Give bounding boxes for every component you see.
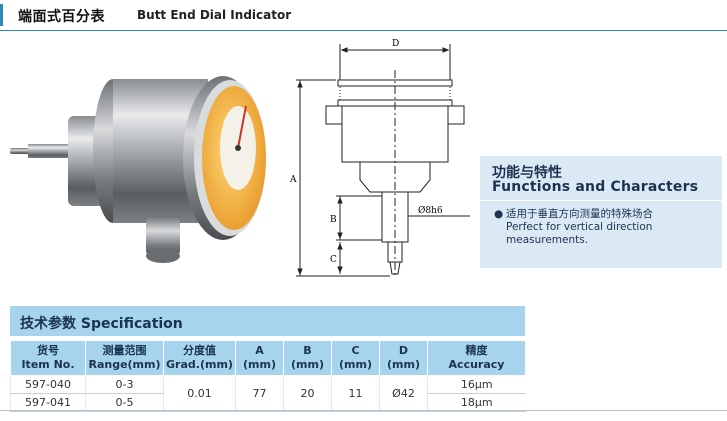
features-title-en: Functions and Characters [492, 179, 699, 195]
dim-label-d: D [392, 39, 399, 49]
range-cell: 0-3 [85, 375, 164, 394]
features-title-cn: 功能与特性 [492, 165, 562, 181]
page-header: 端面式百分表 Butt End Dial Indicator [0, 0, 727, 31]
column-header: D(mm) [379, 340, 428, 376]
stem [10, 148, 30, 154]
accuracy-cell: 18μm [427, 393, 526, 412]
title-english: Butt End Dial Indicator [137, 8, 292, 22]
technical-drawing: D A B C Ø8h6 [290, 39, 470, 277]
accuracy-cell: 16μm [427, 375, 526, 394]
spec-title-bar: 技术参数 Specification [10, 306, 525, 336]
column-header: C(mm) [331, 340, 380, 376]
lug [146, 216, 180, 258]
d-cell: Ø42 [379, 375, 428, 412]
header-accent-bar [0, 4, 3, 26]
dim-label-c: C [330, 255, 337, 265]
bottom-rule [0, 410, 727, 411]
product-photo [10, 76, 266, 263]
features-panel: 功能与特性 Functions and Characters ● 适用于垂直方向… [480, 156, 722, 268]
dim-label-b: B [330, 215, 337, 225]
features-divider [480, 200, 722, 201]
header-rule [0, 30, 727, 31]
spec-title: 技术参数 Specification [20, 316, 183, 332]
feature-text-en: Perfect for vertical direction measureme… [506, 221, 653, 246]
column-header: A(mm) [235, 340, 284, 376]
feature-text-cn: 适用于垂直方向测量的特殊场合 [506, 208, 653, 220]
item-no-cell: 597-041 [10, 393, 86, 412]
item-no-cell: 597-040 [10, 375, 86, 394]
stem-shaft [28, 144, 68, 158]
range-cell: 0-5 [85, 393, 164, 412]
b-cell: 20 [283, 375, 332, 412]
title-chinese: 端面式百分表 [18, 9, 105, 25]
dim-label-a: A [290, 175, 297, 185]
dim-label-shaft: Ø8h6 [418, 205, 443, 216]
a-cell: 77 [235, 375, 284, 412]
table-row: 597-041 0-5 18μm [10, 393, 526, 412]
table-row: 597-040 0-3 0.01 77 20 11 Ø42 16μm [10, 375, 526, 412]
column-header: B(mm) [283, 340, 332, 376]
grad-cell: 0.01 [163, 375, 236, 412]
bullet-icon: ● [494, 208, 504, 220]
c-cell: 11 [331, 375, 380, 412]
